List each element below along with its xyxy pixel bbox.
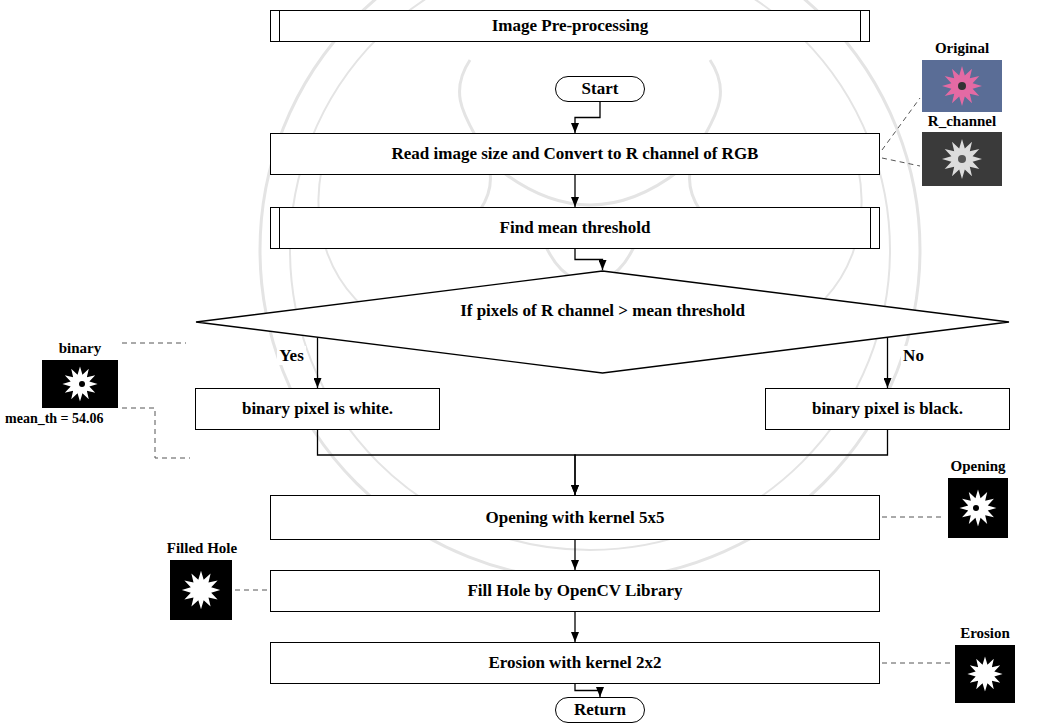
terminal-oval: Return	[555, 697, 645, 723]
binary-image	[42, 360, 118, 408]
side-bar	[279, 208, 280, 248]
diamond-shape	[196, 271, 1009, 373]
flow-arrow	[575, 102, 600, 133]
node-text: Read image size and Convert to R channel…	[392, 144, 759, 164]
threshold-value: mean_th = 54.06	[5, 411, 104, 427]
node-text: Start	[582, 79, 619, 99]
leader-lines	[122, 98, 952, 663]
specimen-shape	[967, 656, 1002, 691]
bracket-line	[122, 408, 190, 458]
opening-image	[948, 478, 1008, 538]
photo-ground	[922, 60, 1002, 112]
specimen-hole	[79, 381, 85, 387]
flow-arrow	[575, 249, 603, 270]
specimen-shape	[942, 139, 982, 179]
leader-line	[882, 158, 920, 166]
node-text: binary pixel is white.	[242, 399, 393, 419]
leader-line	[882, 98, 920, 150]
text-block: Start	[582, 79, 619, 99]
flow-arrow	[574, 540, 575, 570]
process-box: Read image size and Convert to R channel…	[270, 133, 880, 175]
flow-arrow	[575, 684, 600, 697]
specimen-center	[958, 82, 966, 90]
leader-line	[882, 517, 945, 518]
image-caption: Opening	[950, 458, 1005, 475]
bracket-line	[122, 343, 186, 344]
specimen-hole	[973, 505, 979, 511]
predefined-process-box: Find mean threshold	[270, 207, 880, 249]
node-text: Opening with kernel 5x5	[486, 508, 665, 528]
image-ground	[948, 478, 1008, 538]
r-channel-image	[922, 132, 1002, 186]
side-bar	[870, 208, 871, 248]
text-block: Read image size and Convert to R channel…	[392, 144, 759, 164]
specimen-shape	[960, 490, 997, 527]
specimen-shape	[942, 66, 982, 106]
node-text: Return	[574, 700, 626, 720]
image-caption: Filled Hole	[167, 540, 237, 557]
predefined-process-box: Image Pre-processing	[270, 10, 870, 42]
text-block: Erosion with kernel 2x2	[488, 653, 661, 673]
flow-arrow	[574, 175, 575, 207]
original-photo	[922, 60, 1002, 112]
process-box: Erosion with kernel 2x2	[270, 642, 880, 684]
image-caption: R_channel	[928, 113, 996, 130]
text-block: binary pixel is black.	[812, 399, 963, 419]
terminal-oval: Start	[555, 76, 645, 102]
flow-arrow	[574, 612, 575, 642]
flow-arrow	[317, 338, 318, 388]
decision-diamond: If pixels of R channel > mean threshold	[195, 270, 1010, 374]
erosion-image	[955, 645, 1015, 703]
process-box: binary pixel is black.	[765, 388, 1010, 430]
flow-arrow	[318, 430, 576, 495]
image-ground	[955, 645, 1015, 703]
specimen-center	[958, 155, 966, 163]
diamond-outline	[195, 270, 1010, 374]
text-block: Fill Hole by OpenCV Library	[467, 581, 682, 601]
text-block: Opening with kernel 5x5	[486, 508, 665, 528]
text-block: binary pixel is white.	[242, 399, 393, 419]
process-box: Fill Hole by OpenCV Library	[270, 570, 880, 612]
text-block: Return	[574, 700, 626, 720]
node-text: If pixels of R channel > mean threshold	[460, 301, 745, 321]
node-text: Fill Hole by OpenCV Library	[467, 581, 682, 601]
image-ground	[42, 360, 118, 408]
image-caption: binary	[59, 340, 102, 357]
process-box: Opening with kernel 5x5	[270, 495, 880, 540]
node-text: Find mean threshold	[500, 218, 651, 238]
process-box: binary pixel is white.	[195, 388, 440, 430]
filled-hole-image	[170, 560, 232, 620]
node-text: binary pixel is black.	[812, 399, 963, 419]
flow-arrow	[575, 430, 888, 495]
text-block: If pixels of R channel > mean threshold	[460, 301, 745, 321]
text-block: Find mean threshold	[500, 218, 651, 238]
side-bar	[860, 11, 861, 41]
node-text: Erosion with kernel 2x2	[488, 653, 661, 673]
branch-label: No	[901, 346, 926, 366]
text-block: Image Pre-processing	[492, 16, 649, 36]
specimen-shape	[62, 366, 97, 401]
leader-line	[235, 590, 268, 591]
specimen-shape	[182, 571, 220, 609]
image-caption: Original	[935, 40, 989, 57]
image-ground	[170, 560, 232, 620]
node-text: Image Pre-processing	[492, 16, 649, 36]
leader-line	[882, 663, 952, 664]
image-caption: Erosion	[960, 625, 1010, 642]
image-ground	[922, 132, 1002, 186]
flow-arrow	[887, 338, 888, 388]
branch-label: Yes	[277, 346, 306, 366]
side-bar	[279, 11, 280, 41]
